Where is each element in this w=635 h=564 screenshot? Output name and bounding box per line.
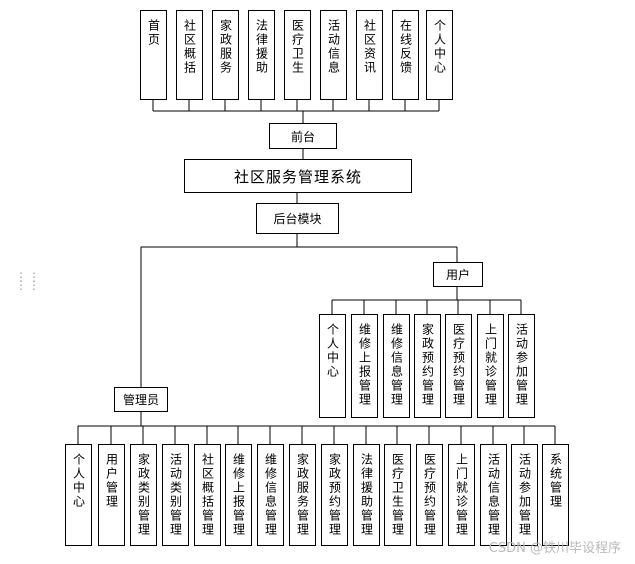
user-item-home-visit: 上门就诊管理 [477,314,504,418]
node-label: 个人中心 [71,453,86,509]
user-item-personal-center: 个人中心 [319,314,346,418]
admin-item-community-overview: 社区概括管理 [194,444,221,546]
node-label: 上门就诊管理 [483,323,498,407]
node-label: 家政预约管理 [420,323,435,407]
node-label: 活动信息管理 [486,453,501,537]
node-label: 系统管理 [548,453,563,509]
node-label: 维修信息管理 [263,453,278,537]
node-label: 维修上报管理 [231,453,246,537]
user-item-repair-info: 维修信息管理 [383,314,410,418]
admin-item-activity-info: 活动信息管理 [480,444,507,546]
user-label: 用户 [445,268,470,282]
backend-node: 后台模块 [256,203,339,234]
node-label: 法律援助管理 [359,453,374,537]
node-label: 活动类别管理 [168,453,183,537]
front-item-community-news: 社区资讯 [356,10,383,100]
front-item-feedback: 在线反馈 [392,10,419,100]
admin-item-housekeeping-category: 家政类别管理 [130,444,157,546]
node-label: 个人中心 [432,19,447,75]
system-title-node: 社区服务管理系统 [184,159,412,193]
front-item-home: 首页 [140,10,167,100]
node-label: 首页 [146,19,161,47]
admin-item-repair-info: 维修信息管理 [257,444,284,546]
node-label: 社区概括管理 [200,453,215,537]
node-label: 医疗卫生管理 [390,453,405,537]
node-label: 医疗预约管理 [422,453,437,537]
node-label: 活动参加管理 [514,323,529,407]
admin-item-legal-aid: 法律援助管理 [353,444,380,546]
user-item-repair-report: 维修上报管理 [351,314,378,418]
admin-item-medical-booking: 医疗预约管理 [416,444,443,546]
admin-item-system: 系统管理 [542,444,569,546]
front-item-housekeeping: 家政服务 [212,10,239,100]
user-node: 用户 [433,262,483,287]
user-item-activity-join: 活动参加管理 [508,314,535,418]
node-label: 活动信息 [326,19,341,75]
backend-label: 后台模块 [273,212,322,226]
user-item-housekeeping-booking: 家政预约管理 [414,314,441,418]
admin-item-activity-join: 活动参加管理 [511,444,538,546]
front-item-activity-info: 活动信息 [320,10,347,100]
node-label: 医疗卫生 [290,19,305,75]
admin-item-personal-center: 个人中心 [65,444,92,546]
node-label: 维修上报管理 [357,323,372,407]
node-label: 活动参加管理 [517,453,532,537]
front-label: 前台 [290,129,315,144]
node-label: 维修信息管理 [389,323,404,407]
admin-item-housekeeping-service: 家政服务管理 [289,444,316,546]
admin-item-user-mgmt: 用户管理 [98,444,125,546]
node-label: 家政类别管理 [136,453,151,537]
admin-item-repair-report: 维修上报管理 [225,444,252,546]
drag-handle-icon[interactable]: ⋮⋮⋮⋮ [15,270,41,292]
node-label: 社区概括 [182,19,197,75]
admin-item-home-visit: 上门就诊管理 [448,444,475,546]
node-label: 社区资讯 [362,19,377,75]
node-label: 家政预约管理 [327,453,342,537]
node-label: 家政服务 [218,19,233,75]
front-item-community-overview: 社区概括 [176,10,203,100]
node-label: 家政服务管理 [295,453,310,537]
node-label: 上门就诊管理 [454,453,469,537]
admin-item-activity-category: 活动类别管理 [162,444,189,546]
node-label: 医疗预约管理 [451,323,466,407]
admin-node: 管理员 [114,387,168,412]
node-label: 用户管理 [104,453,119,509]
watermark: CSDN @铁川毕设程序 [488,541,621,556]
front-item-personal-center: 个人中心 [426,10,453,100]
admin-label: 管理员 [122,393,159,407]
front-node: 前台 [269,123,337,149]
node-label: 法律援助 [254,19,269,75]
user-item-medical-booking: 医疗预约管理 [445,314,472,418]
node-label: 个人中心 [325,323,340,379]
front-item-medical: 医疗卫生 [284,10,311,100]
front-item-legal-aid: 法律援助 [248,10,275,100]
admin-item-housekeeping-booking: 家政预约管理 [321,444,348,546]
node-label: 在线反馈 [398,19,413,75]
admin-item-medical: 医疗卫生管理 [384,444,411,546]
system-title: 社区服务管理系统 [233,167,362,186]
